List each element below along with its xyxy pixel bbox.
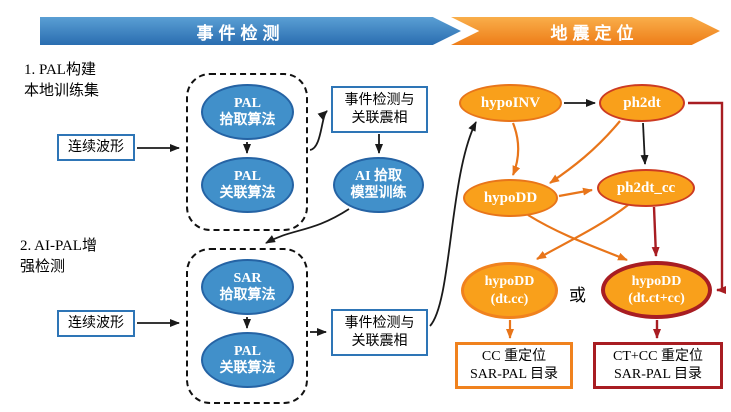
or-label: 或	[569, 286, 586, 305]
arrow-ph2dt-right-to-hypodd-ctcc	[688, 101, 726, 294]
node-detect-output-2: 事件检测与 关联震相	[331, 309, 428, 356]
node-ctcc-catalog-output: CT+CC 重定位 SAR-PAL 目录	[593, 342, 723, 389]
node-sar-pick: SAR 拾取算法	[201, 259, 294, 315]
arrow-hypoinv-to-hypodd	[511, 122, 521, 176]
node-pal-pick: PAL 拾取算法	[201, 84, 294, 140]
node-ai-training: AI 拾取 模型训练	[333, 157, 424, 213]
arrow-ph2dt-to-hypodd	[549, 120, 621, 184]
node-detect-output-1: 事件检测与 关联震相	[331, 86, 428, 133]
node-waveform-input-1: 连续波形	[57, 134, 135, 161]
arrow-hypodd-to-ph2dtcc	[558, 187, 593, 198]
node-hypodd-dtcc: hypoDD (dt.cc)	[461, 262, 558, 319]
arrow-ph2dtcc-to-hypodd-ctcc	[651, 206, 660, 257]
banner-event-detection: 事件检测	[40, 17, 461, 45]
arrow-palgroup-to-detect1	[309, 110, 328, 151]
node-hypodd-dtctcc: hypoDD (dt.ct+cc)	[601, 261, 712, 319]
node-hypodd: hypoDD	[463, 179, 558, 217]
node-ph2dt-cc: ph2dt_cc	[597, 169, 695, 207]
node-pal-assoc-1: PAL 关联算法	[201, 157, 294, 213]
banner-earthquake-location: 地震定位	[451, 17, 720, 45]
node-pal-assoc-2: PAL 关联算法	[201, 332, 294, 388]
node-waveform-input-2: 连续波形	[57, 310, 135, 337]
arrow-hypodd-to-hypodd-ctcc	[527, 214, 628, 262]
node-ph2dt: ph2dt	[599, 84, 685, 122]
node-cc-catalog-output: CC 重定位 SAR-PAL 目录	[455, 342, 573, 389]
arrow-ph2dtcc-to-hypodd-cc	[536, 204, 629, 260]
pal-group-frame	[186, 73, 308, 231]
step1-label: 1. PAL构建 本地训练集	[24, 62, 100, 99]
arrow-ph2dt-to-ph2dtcc	[640, 122, 649, 165]
node-hypoinv: hypoINV	[459, 84, 562, 122]
sar-group-frame	[186, 248, 308, 404]
step2-label: 2. AI-PAL增 强检测	[20, 238, 97, 275]
